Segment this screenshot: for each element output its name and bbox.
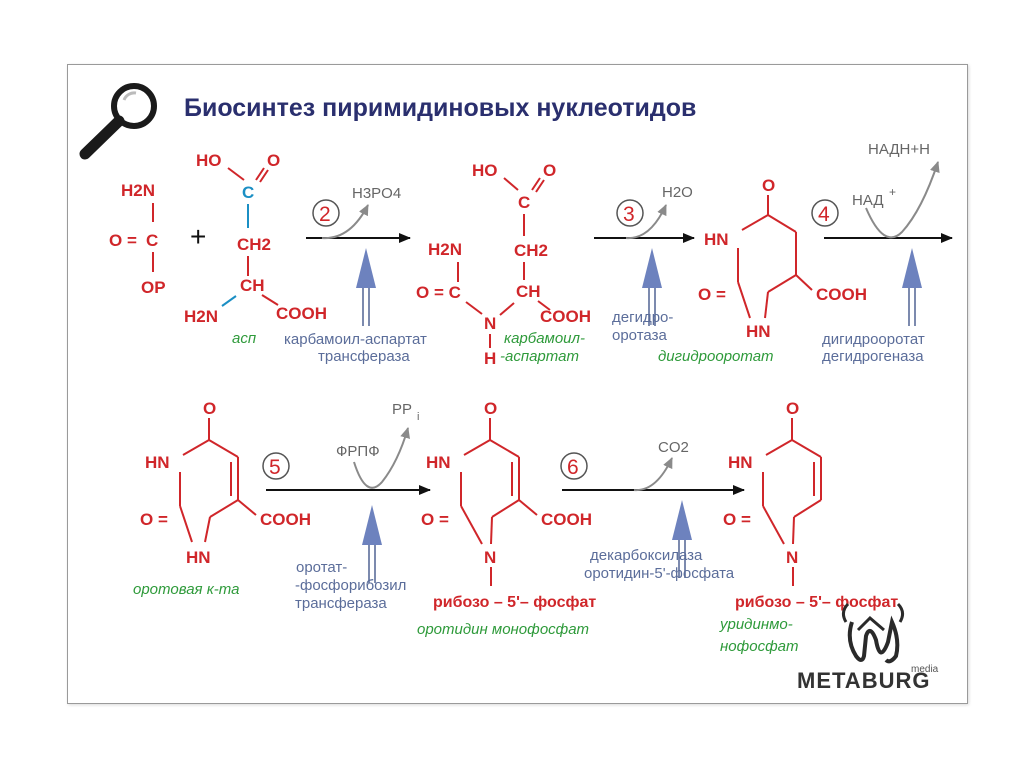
hn-top-label: HN: [704, 230, 729, 249]
cooh-label: COOH: [276, 304, 327, 323]
logo-sub: media: [911, 664, 939, 675]
n-label: N: [484, 548, 496, 567]
h2n-label: H2N: [428, 240, 462, 259]
o-eq-label: O =: [140, 510, 168, 529]
enzyme-line1: оротат-: [296, 559, 347, 576]
c-label: C: [146, 231, 158, 250]
hn-label: HN: [426, 453, 451, 472]
plus-sign: +: [190, 221, 206, 252]
step-number: 3: [623, 203, 635, 226]
o-eq-label: O =: [421, 510, 449, 529]
cooh-label: COOH: [816, 285, 867, 304]
enzyme-line2: оротидин-5'-фосфата: [584, 565, 735, 582]
c-label: C: [518, 193, 530, 212]
enzyme-line1: дигидрооротат: [822, 331, 925, 348]
o-label: O: [267, 151, 280, 170]
byproduct-label: PP: [392, 401, 412, 418]
o-eq-label: O =: [109, 231, 137, 250]
carbamoyl-phosphate: H2N O = C OP: [109, 181, 166, 297]
carbamoyl-aspartate: HO O C CH2 CH COOH H2N O = C N H карбамо…: [416, 161, 591, 368]
metaburg-logo-icon: [841, 602, 905, 664]
orotate-name: оротовая к-та: [133, 581, 239, 598]
o-label: O: [543, 161, 556, 180]
o-eq-c-label: O = C: [416, 283, 461, 302]
aspartate: HO O C CH2 CH H2N COOH асп: [184, 151, 327, 347]
byproduct-sub: i: [417, 411, 419, 423]
n-label: N: [786, 548, 798, 567]
h-label: H: [484, 349, 496, 368]
byproduct-label: CO2: [658, 439, 689, 456]
enzyme-line2: трансфераза: [318, 348, 410, 365]
step-number: 5: [269, 456, 281, 479]
enzyme-line2: дегидрогеназа: [822, 348, 924, 365]
cofactor-out-label: НАДН+Н: [868, 141, 930, 158]
ho-label: HO: [196, 151, 222, 170]
byproduct-label: H2O: [662, 184, 693, 201]
byproduct-label: H3PO4: [352, 185, 401, 202]
step-number: 6: [567, 456, 579, 479]
hn-top-label: HN: [145, 453, 170, 472]
uridine-monophosphate: O HN O = N рибозо – 5'– фосфат уридинмо-…: [719, 399, 898, 655]
c-label: C: [242, 183, 254, 202]
ribose-phosphate-label: рибозо – 5'– фосфат: [433, 594, 596, 611]
ch2-label: CH2: [514, 241, 548, 260]
step-2: 2 H3PO4 карбамоил-аспартат трансфераза: [284, 185, 427, 365]
h2n-label: H2N: [184, 307, 218, 326]
cofactor-in-label: ФРПФ: [336, 443, 380, 460]
name-line2: -аспартат: [500, 348, 579, 365]
o-label: O: [786, 399, 799, 418]
step-5: 5 ФРПФ PP i оротат- -фосфорибозил трансф…: [262, 401, 431, 612]
ump-name-line1: уридинмо-: [719, 616, 793, 633]
cooh-label: COOH: [260, 510, 311, 529]
enzyme-line2: -фосфорибозил: [295, 577, 406, 594]
o-label: O: [484, 399, 497, 418]
enzyme-line1: декарбоксилаза: [590, 547, 703, 564]
ch-label: CH: [516, 282, 541, 301]
step-4: 4 НАД + НАДН+Н дигидрооротат дегидрогена…: [811, 141, 953, 365]
omp-name: оротидин монофосфат: [417, 621, 589, 638]
ch2-label: CH2: [237, 235, 271, 254]
step-number: 2: [319, 203, 331, 226]
n-label: N: [484, 314, 496, 333]
h2n-label: H2N: [121, 181, 155, 200]
enzyme-line2: оротаза: [612, 327, 667, 344]
step-6: 6 CO2 декарбоксилаза оротидин-5'-фосфата: [560, 439, 745, 582]
cofactor-in-sup: +: [889, 185, 896, 199]
orotate: O HN O = COOH HN оротовая к-та: [133, 399, 311, 598]
cooh-label: COOH: [540, 307, 591, 326]
ump-name-line2: нофосфат: [720, 638, 799, 655]
name-line1: карбамоил-: [504, 330, 585, 347]
ho-label: HO: [472, 161, 498, 180]
ribose-phosphate-label: рибозо – 5'– фосфат: [735, 594, 898, 611]
cooh-label: COOH: [541, 510, 592, 529]
ch-label: CH: [240, 276, 265, 295]
page-title: Биосинтез пиримидиновых нуклеотидов: [184, 94, 696, 122]
step-number: 4: [818, 203, 830, 226]
aspartate-name: асп: [232, 330, 256, 347]
slide-frame: [67, 64, 968, 704]
step-3: 3 H2O дегидро- оротаза: [594, 184, 695, 344]
o-label: O: [762, 176, 775, 195]
o-eq-label: O =: [698, 285, 726, 304]
orotidine-monophosphate: O HN O = COOH N рибозо – 5'– фосфат орот…: [417, 399, 596, 638]
enzyme-line1: карбамоил-аспартат: [284, 331, 427, 348]
o-label: O: [203, 399, 216, 418]
enzyme-line1: дегидро-: [612, 309, 673, 326]
hn-bottom-label: HN: [746, 322, 771, 341]
cofactor-in-label: НАД: [852, 192, 884, 209]
hn-label: HN: [728, 453, 753, 472]
logo-text: METABURG: [797, 668, 930, 693]
op-label: OP: [141, 278, 166, 297]
dihydroorotate: O HN O = COOH HN дигидрооротат: [658, 176, 867, 365]
dihydroorotate-name: дигидрооротат: [658, 348, 774, 365]
hn-bottom-label: HN: [186, 548, 211, 567]
magnifier-icon: [79, 83, 157, 160]
o-eq-label: O =: [723, 510, 751, 529]
enzyme-line3: трансфераза: [295, 595, 387, 612]
